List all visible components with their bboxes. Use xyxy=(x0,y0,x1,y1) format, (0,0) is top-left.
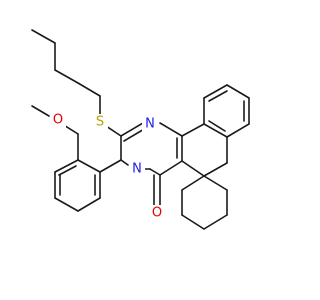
methoxy-oxygen-atom-label: O xyxy=(53,113,63,128)
carbonyl-oxygen-atom-label: O xyxy=(152,206,162,221)
atom-labels: S N N O O xyxy=(50,112,165,221)
amide-nitrogen-atom-label: N xyxy=(132,162,142,177)
bond-lines xyxy=(31,29,250,230)
imine-nitrogen-atom-label: N xyxy=(145,117,155,132)
sulfur-atom-label: S xyxy=(96,115,104,130)
chemical-structure: S N N O O xyxy=(31,29,250,230)
